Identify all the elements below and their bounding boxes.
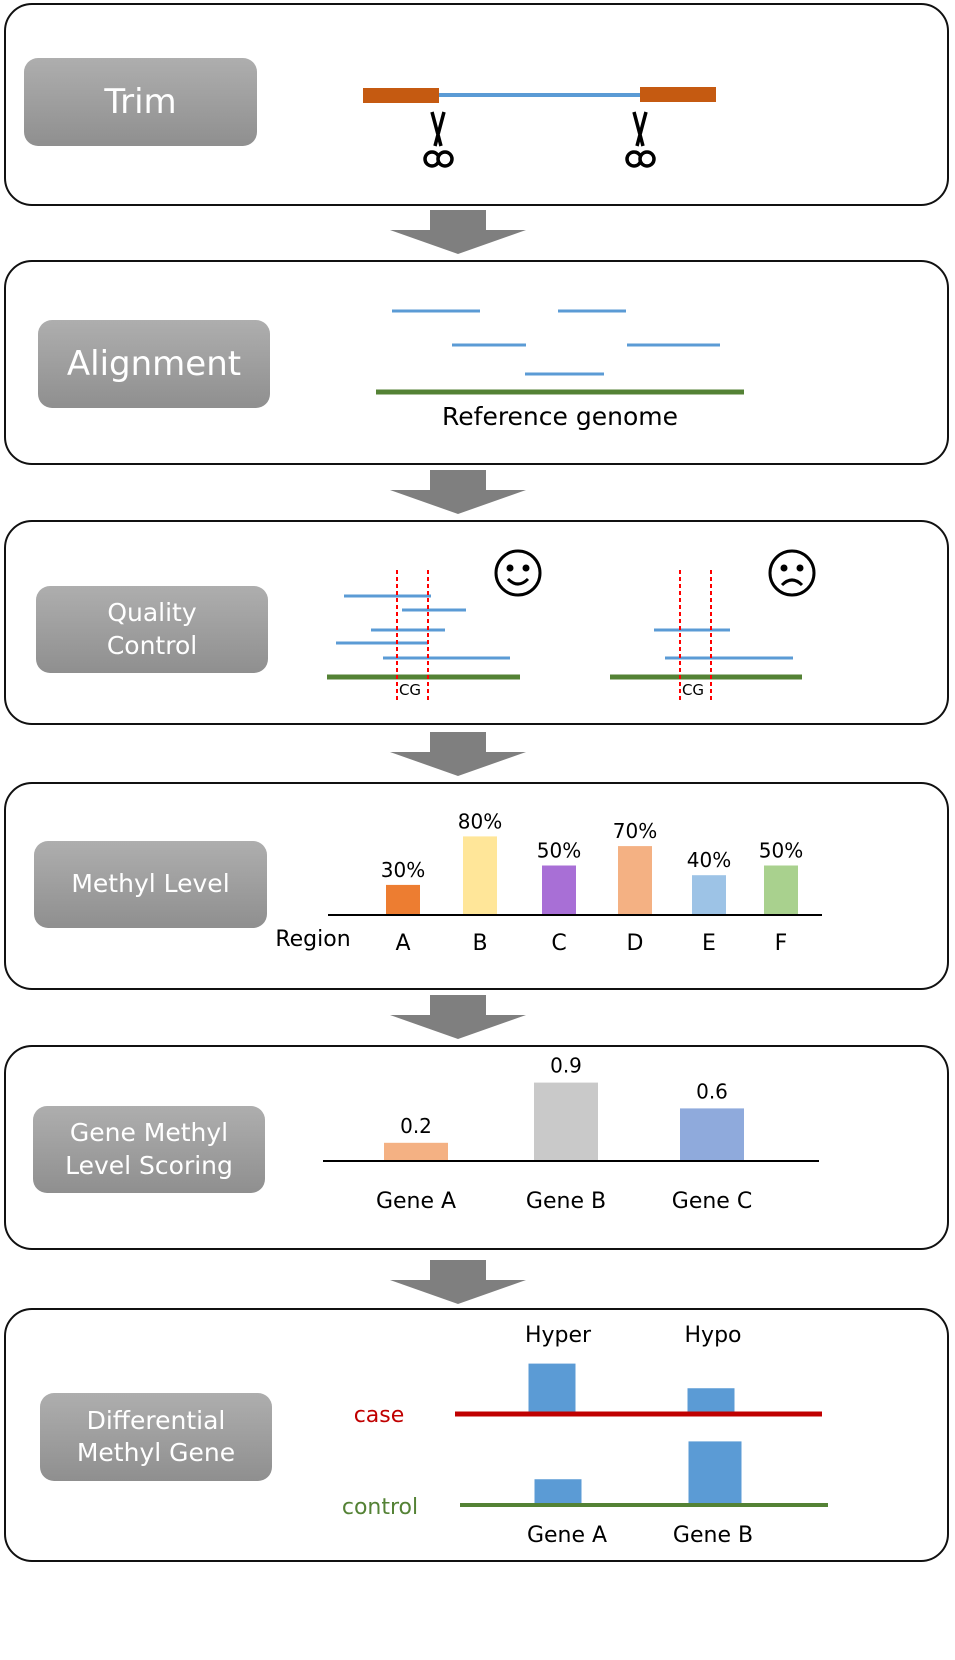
- category-label: A: [395, 931, 410, 956]
- category-label: C: [551, 931, 566, 956]
- control-label: control: [342, 1495, 418, 1520]
- case-label: case: [354, 1403, 405, 1428]
- category-label: E: [702, 931, 716, 956]
- bar-value-label: 30%: [381, 858, 425, 882]
- adapter-right: [640, 87, 716, 102]
- adapter-left: [363, 88, 439, 103]
- label-line: Differential: [86, 1405, 226, 1435]
- bar: [542, 865, 576, 914]
- bar-value-label: 40%: [687, 848, 731, 872]
- differential-chart: [528, 1363, 742, 1503]
- bar: [384, 1142, 448, 1160]
- gene-label: Gene A: [527, 1523, 607, 1548]
- category-label: Gene C: [672, 1189, 752, 1214]
- hypo-label: Hypo: [685, 1323, 742, 1348]
- trim-read: [363, 87, 716, 103]
- case-bar: [528, 1363, 576, 1412]
- reference-genome-label: Reference genome: [442, 402, 678, 431]
- scissors-icon: [423, 111, 454, 168]
- control-bar: [534, 1479, 582, 1503]
- down-arrow-icon: [390, 210, 526, 254]
- x-axis-label: Region: [275, 927, 350, 952]
- step-label-methyl-level: Methyl Level: [34, 841, 267, 928]
- step-label-differential: Differential Methyl Gene: [40, 1393, 272, 1481]
- bar-value-label: 50%: [537, 839, 581, 863]
- label-line: Quality: [107, 598, 197, 627]
- bar-value-label: 0.6: [696, 1079, 728, 1103]
- qc-good-panel: CG: [327, 570, 520, 700]
- gene-label: Gene B: [673, 1523, 753, 1548]
- bar-value-label: 80%: [458, 809, 502, 833]
- step-label-alignment: Alignment: [38, 320, 270, 408]
- category-label: F: [775, 931, 788, 956]
- bar-value-label: 50%: [759, 839, 803, 863]
- bar: [764, 865, 798, 914]
- methyl-level-chart: 30% A 80% B 50% C 70% D 40% E 50% F: [381, 809, 803, 956]
- bar-value-label: 0.9: [550, 1054, 582, 1078]
- down-arrow-icon: [390, 732, 526, 776]
- bar: [463, 836, 497, 914]
- aligned-reads: [392, 309, 720, 376]
- down-arrow-icon: [390, 1260, 526, 1304]
- bar: [534, 1082, 598, 1160]
- control-bar: [688, 1441, 742, 1503]
- cg-label: CG: [399, 681, 421, 699]
- category-label: Gene A: [376, 1189, 456, 1214]
- bar-value-label: 70%: [613, 819, 657, 843]
- hyper-label: Hyper: [525, 1323, 592, 1348]
- label-line: Level Scoring: [65, 1150, 233, 1180]
- bar-value-label: 0.2: [400, 1114, 432, 1138]
- label-line: Control: [106, 630, 198, 660]
- scissors-icon: [625, 111, 656, 168]
- step-label-trim: Trim: [24, 58, 257, 146]
- frowning-face-icon: [768, 549, 816, 597]
- step-label-quality-control: Quality Control: [36, 586, 268, 673]
- case-bar: [687, 1388, 735, 1412]
- bar: [386, 884, 420, 914]
- label-line: Methyl Gene: [76, 1438, 236, 1467]
- down-arrow-icon: [390, 995, 526, 1039]
- label-line: Gene Methyl: [69, 1118, 229, 1147]
- bar: [680, 1108, 744, 1160]
- smiley-face-icon: [494, 549, 542, 597]
- bar: [618, 846, 652, 914]
- category-label: B: [472, 931, 487, 956]
- step-label-gene-methyl: Gene Methyl Level Scoring: [33, 1106, 265, 1193]
- cg-label: CG: [682, 681, 704, 699]
- step-differential-box: [4, 1308, 949, 1562]
- bar: [692, 875, 726, 914]
- category-label: Gene B: [526, 1189, 606, 1214]
- qc-bad-panel: CG: [610, 570, 802, 700]
- category-label: D: [627, 931, 644, 956]
- down-arrow-icon: [390, 470, 526, 514]
